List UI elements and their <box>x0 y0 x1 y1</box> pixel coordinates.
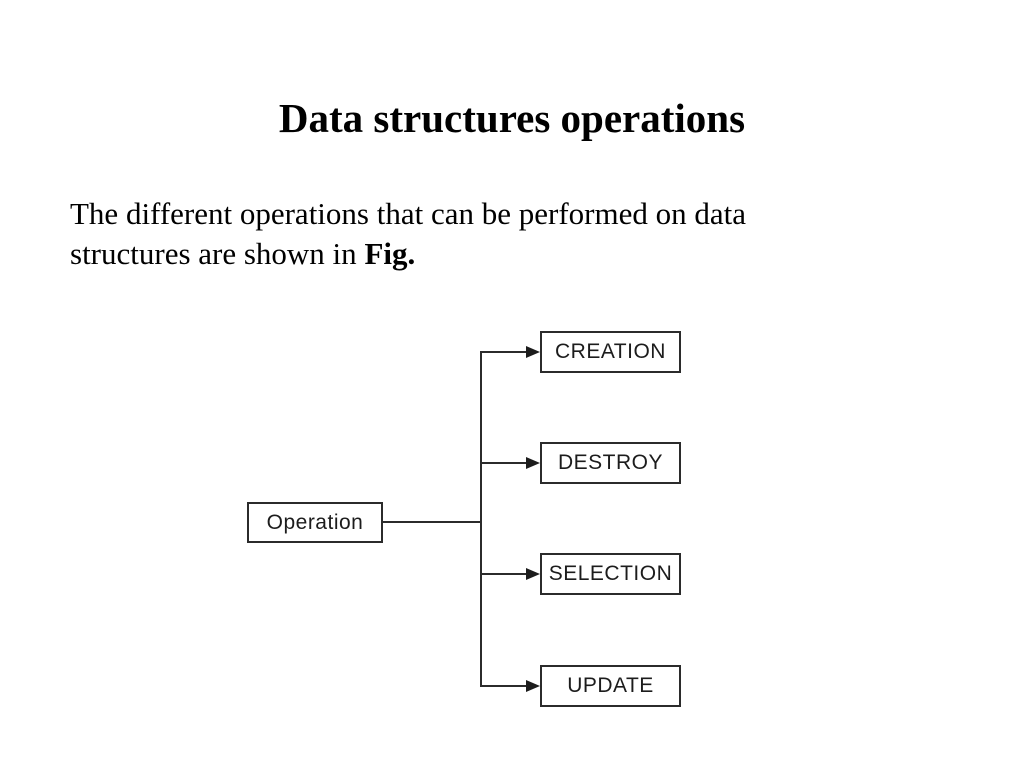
branch-line-selection <box>480 573 527 575</box>
trunk-line <box>480 351 482 687</box>
body-text-line-2: structures are shown in Fig. <box>70 234 746 274</box>
body-text-line-1: The different operations that can be per… <box>70 196 746 231</box>
arrowhead-icon <box>526 346 540 358</box>
node-update: UPDATE <box>540 665 681 707</box>
body-text: The different operations that can be per… <box>70 194 746 274</box>
fig-reference: Fig. <box>364 236 416 271</box>
node-selection: SELECTION <box>540 553 681 595</box>
slide-title: Data structures operations <box>278 95 746 141</box>
arrowhead-icon <box>526 568 540 580</box>
node-creation: CREATION <box>540 331 681 373</box>
node-operation: Operation <box>247 502 383 543</box>
arrowhead-icon <box>526 457 540 469</box>
branch-line-destroy <box>480 462 527 464</box>
arrowhead-icon <box>526 680 540 692</box>
branch-line-update <box>480 685 527 687</box>
body-text-line-2-prefix: structures are shown in <box>70 236 365 271</box>
branch-line-creation <box>480 351 527 353</box>
node-destroy: DESTROY <box>540 442 681 484</box>
root-connector-line <box>383 521 482 523</box>
